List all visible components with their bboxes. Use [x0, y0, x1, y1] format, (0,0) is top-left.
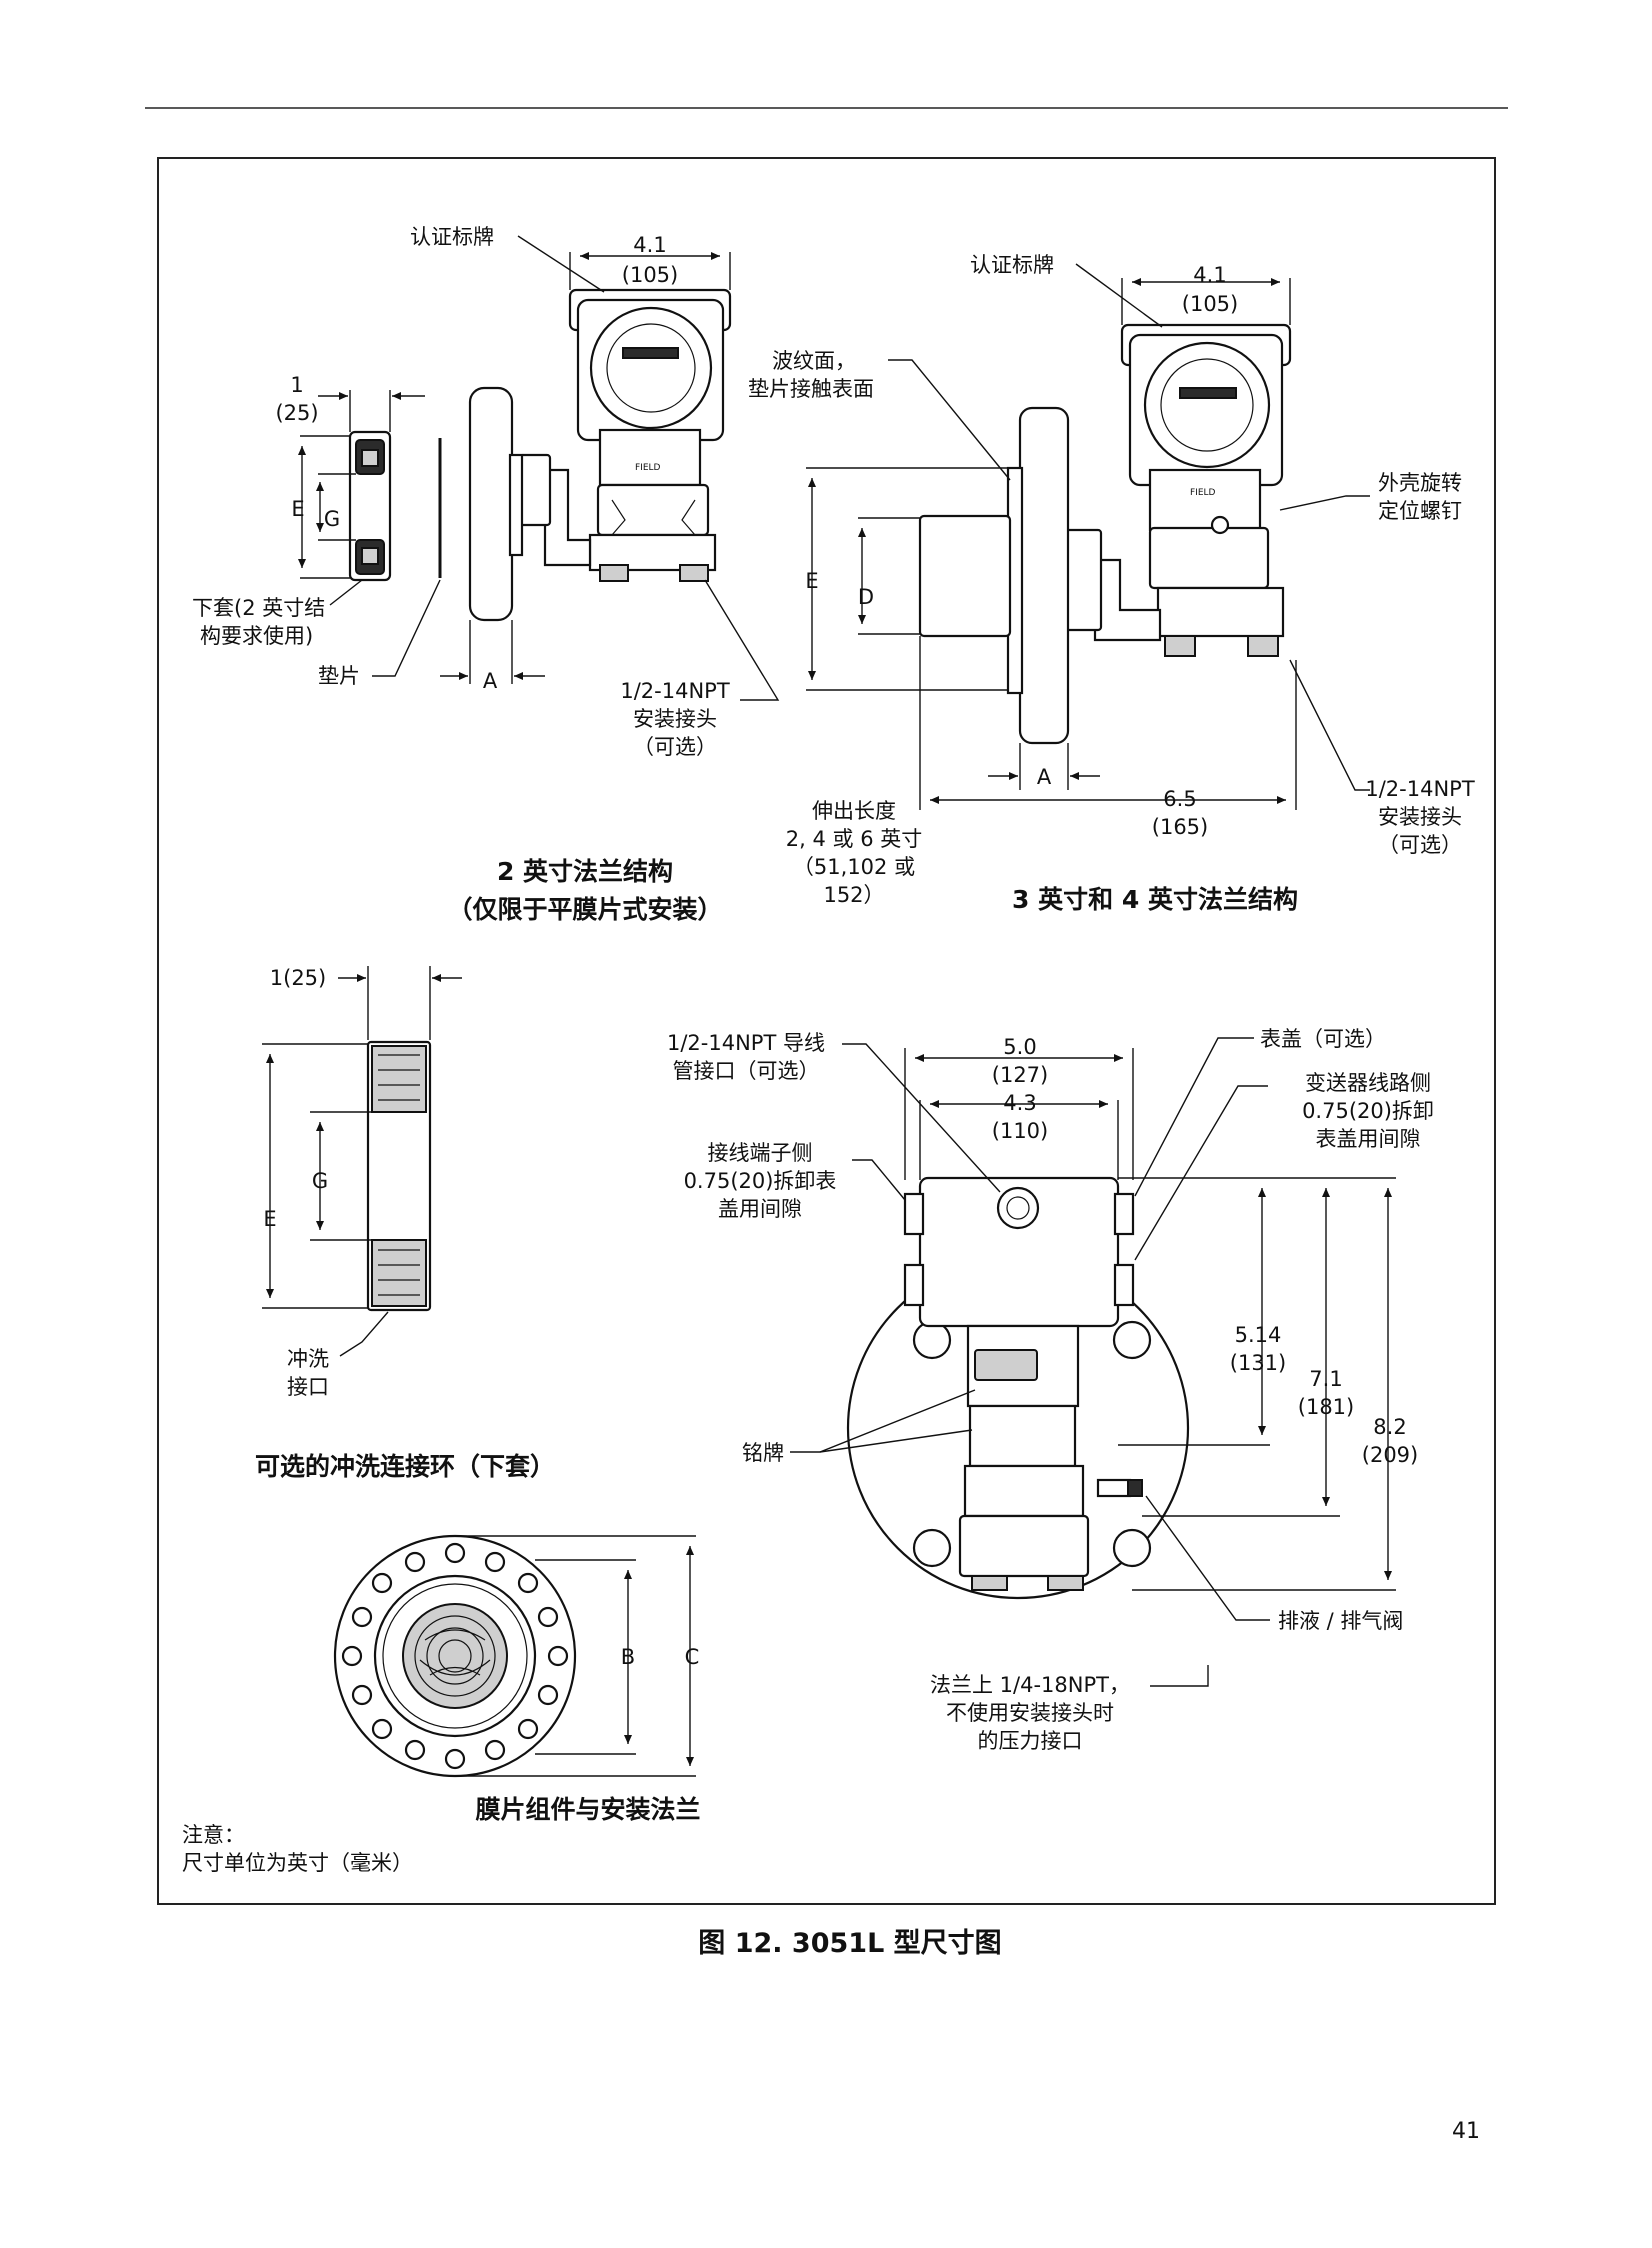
- dim-71-mm: (181): [1298, 1395, 1354, 1419]
- ext-label-1: 伸出长度: [812, 799, 896, 823]
- screw-label-1: 外壳旋转: [1378, 471, 1462, 495]
- dim-514-in: 5.14: [1235, 1323, 1282, 1347]
- electronics-label-1: 变送器线路侧: [1305, 1071, 1431, 1095]
- view-3in-title: 3 英寸和 4 英寸法兰结构: [1012, 885, 1298, 914]
- flush-ring-dim-e: E: [263, 1207, 276, 1231]
- dim-50-mm: (127): [992, 1063, 1048, 1087]
- dim-71-in: 7.1: [1309, 1367, 1342, 1391]
- pressure-label-1: 法兰上 1/4-18NPT，: [930, 1673, 1130, 1697]
- approval-tag-label: 认证标牌: [410, 225, 494, 249]
- npt-3in-label-3: （可选）: [1378, 833, 1462, 857]
- cover-label: 表盖（可选）: [1260, 1027, 1386, 1051]
- pressure-label-3: 的压力接口: [978, 1729, 1083, 1753]
- dim-514-mm: (131): [1230, 1351, 1286, 1375]
- surface-label-2: 垫片接触表面: [748, 377, 874, 401]
- npt-label-2: 安装接头: [633, 707, 717, 731]
- flange-view-title: 膜片组件与安装法兰: [475, 1795, 700, 1824]
- screw-label-2: 定位螺钉: [1378, 499, 1462, 523]
- ext-label-3: （51,102 或: [793, 855, 915, 879]
- dim-82-in: 8.2: [1373, 1415, 1406, 1439]
- conduit-label-2: 管接口（可选）: [673, 1059, 820, 1083]
- flush-ring-title: 可选的冲洗连接环（下套）: [255, 1452, 555, 1481]
- note-title: 注意：: [182, 1823, 245, 1847]
- dim-ring-mm: (25): [275, 401, 318, 425]
- surface-label-1: 波纹面，: [772, 349, 856, 373]
- npt-3in-label-1: 1/2-14NPT: [1365, 777, 1474, 801]
- gasket-label: 垫片: [318, 664, 360, 688]
- svg-text:FIELD: FIELD: [635, 463, 661, 473]
- electronics-label-3: 表盖用间隙: [1316, 1127, 1421, 1151]
- terminal-label-2: 0.75(20)拆卸表: [684, 1169, 837, 1193]
- npt-label-3: （可选）: [633, 735, 717, 759]
- dim-82-mm: (209): [1362, 1443, 1418, 1467]
- transmitter-housing: FIELD: [568, 288, 732, 582]
- dim-43-mm: (110): [992, 1119, 1048, 1143]
- dim-41-mm: (105): [622, 263, 678, 287]
- npt-3in-label-2: 安装接头: [1378, 805, 1462, 829]
- view-3in-flange: FIELD 4.1 (105) 认证标牌 波纹面， 垫片接触表面 外壳旋转 定位…: [748, 253, 1475, 914]
- figure-frame: [157, 157, 1496, 1905]
- transmitter-housing-3in: FIELD: [1120, 323, 1292, 657]
- note-text: 尺寸单位为英寸（毫米）: [182, 1851, 413, 1875]
- ext-label-4: 152）: [823, 883, 884, 907]
- flush-port-label-1: 冲洗: [287, 1347, 329, 1371]
- dim-41-3in-mm: (105): [1182, 292, 1238, 316]
- dim-41-3in-in: 4.1: [1193, 263, 1226, 287]
- dim-50-in: 5.0: [1003, 1035, 1036, 1059]
- electronics-label-2: 0.75(20)拆卸: [1302, 1099, 1434, 1123]
- approval-tag-label-3in: 认证标牌: [970, 253, 1054, 277]
- flange-diaphragm-view: B C 膜片组件与安装法兰: [333, 1534, 701, 1824]
- terminal-label-3: 盖用间隙: [718, 1197, 802, 1221]
- nameplate-label: 铭牌: [742, 1441, 784, 1465]
- dim-a: A: [483, 669, 498, 693]
- dim-e-3in: E: [805, 569, 818, 593]
- figure-caption: 图 12. 3051L 型尺寸图: [698, 1928, 1001, 1959]
- dim-b: B: [621, 1645, 635, 1669]
- view-2in-flange: FIELD 4.1 (105) 认证标牌 1 (25): [192, 225, 780, 924]
- view-2in-title-2: （仅限于平膜片式安装）: [447, 895, 722, 924]
- flush-ring-width: 1(25): [270, 966, 326, 990]
- dim-65-in: 6.5: [1163, 787, 1196, 811]
- dim-c: C: [685, 1645, 700, 1669]
- flush-port-label-2: 接口: [287, 1375, 329, 1399]
- pressure-label-2: 不使用安装接头时: [946, 1701, 1114, 1725]
- front-view: 1/2-14NPT 导线 管接口（可选） 5.0 (127) 4.3 (110)…: [667, 1027, 1434, 1753]
- lower-housing-label-1: 下套(2 英寸结: [192, 596, 325, 620]
- flush-ring-view: 1(25) E G 冲洗 接口 可选的冲洗连接环（下套）: [255, 966, 555, 1481]
- dim-65-mm: (165): [1152, 815, 1208, 839]
- flush-ring-dim-g: G: [312, 1169, 328, 1193]
- ext-label-2: 2, 4 或 6 英寸: [786, 827, 922, 851]
- dim-41-in: 4.1: [633, 233, 666, 257]
- dim-d-3in: D: [858, 585, 874, 609]
- svg-text:FIELD: FIELD: [1190, 488, 1216, 498]
- conduit-label-1: 1/2-14NPT 导线: [667, 1031, 825, 1055]
- dim-43-in: 4.3: [1003, 1091, 1036, 1115]
- lower-housing-label-2: 构要求使用): [200, 624, 313, 648]
- terminal-label-1: 接线端子侧: [708, 1141, 813, 1165]
- dim-a-3in: A: [1037, 765, 1052, 789]
- dim-ring-in: 1: [290, 373, 303, 397]
- dim-g: G: [324, 507, 340, 531]
- npt-label-1: 1/2-14NPT: [620, 679, 729, 703]
- dim-e: E: [291, 497, 304, 521]
- page-number: 41: [1452, 2119, 1480, 2144]
- drain-label: 排液 / 排气阀: [1278, 1609, 1403, 1633]
- view-2in-title-1: 2 英寸法兰结构: [497, 857, 673, 886]
